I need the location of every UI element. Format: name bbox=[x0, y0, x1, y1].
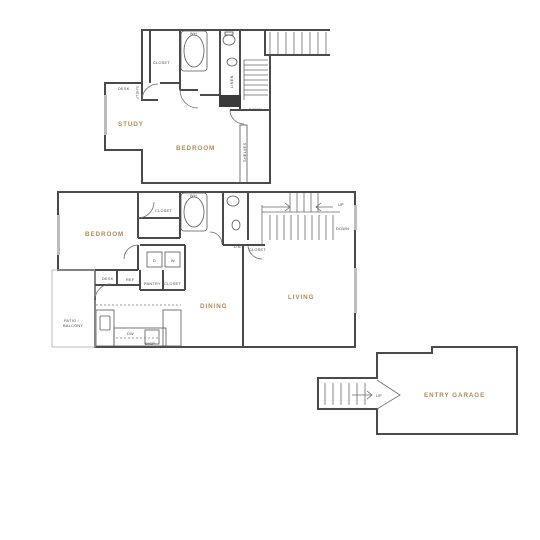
upper-desk-label: DESK bbox=[118, 87, 130, 91]
washer-label: W bbox=[171, 259, 175, 263]
upper-closet-label: CLOSET bbox=[153, 61, 170, 65]
upper-tub bbox=[180, 30, 208, 72]
upper-shelves bbox=[239, 124, 248, 184]
stove bbox=[144, 329, 160, 345]
kitchen-counter bbox=[113, 327, 167, 347]
upper-door-swing-2 bbox=[179, 89, 199, 109]
garage-up-label: UP bbox=[376, 394, 382, 398]
upper-dark-block bbox=[219, 95, 241, 107]
main-up-label: UP bbox=[338, 203, 344, 207]
upper-shelf-label: SHELF bbox=[135, 86, 139, 100]
closet2-label: CLOSET bbox=[164, 282, 181, 286]
main-door-swing-4 bbox=[247, 244, 263, 260]
upper-tub-basin bbox=[183, 34, 205, 68]
upper-bedroom-label: BEDROOM bbox=[176, 145, 215, 152]
dining-label: DINING bbox=[200, 303, 227, 310]
disposal-label: DISP bbox=[145, 342, 155, 346]
dw-label: DW bbox=[127, 332, 134, 336]
garage: ENTRY GARAGE UP bbox=[317, 346, 518, 435]
washer bbox=[164, 251, 181, 268]
patio-label-1: PATIO / bbox=[64, 319, 80, 323]
living-window-1 bbox=[354, 205, 357, 230]
upper-shelves-label: SHELVES bbox=[243, 142, 247, 162]
patio-door-swing bbox=[94, 283, 112, 301]
upper-door-swing-1 bbox=[141, 83, 159, 101]
main-door-swing-3 bbox=[209, 231, 223, 245]
ref-label: REF bbox=[126, 278, 135, 282]
upper-toilet-tank bbox=[224, 31, 234, 36]
main-sink bbox=[231, 219, 241, 231]
kitchen-island bbox=[162, 309, 182, 347]
garage-outer-wall bbox=[317, 346, 518, 435]
upper-wh-label: WH bbox=[190, 32, 197, 36]
main-bedroom-window bbox=[57, 215, 60, 255]
main-toilet bbox=[226, 195, 240, 207]
upper-stairs bbox=[243, 32, 327, 100]
main-tub-basin bbox=[183, 196, 205, 228]
pantry-label: PANTRY bbox=[144, 282, 161, 286]
living-label: LIVING bbox=[288, 294, 314, 301]
upper-stair-wall bbox=[265, 29, 330, 56]
patio-label-2: BALCONY bbox=[63, 324, 83, 328]
main-door-swing-1 bbox=[137, 201, 155, 219]
patio-outline bbox=[51, 269, 96, 348]
upper-floor: STUDY BEDROOM CLOSET DESK SHELF LINEN SH… bbox=[104, 29, 330, 184]
lin-label: LIN bbox=[234, 245, 241, 249]
garage-label: ENTRY GARAGE bbox=[424, 392, 485, 399]
main-down-label: DOWN bbox=[336, 227, 349, 231]
closet3-label: CLOSET bbox=[249, 248, 266, 252]
main-closet-label: CLOSET bbox=[155, 209, 172, 213]
upper-down-label: DOWN bbox=[249, 108, 262, 112]
main-wh-label: WH bbox=[190, 194, 197, 198]
desk-label: DESK bbox=[102, 277, 114, 281]
upper-floor-outer-wall bbox=[104, 29, 271, 184]
main-interior-walls bbox=[95, 192, 265, 347]
upper-sink bbox=[226, 57, 238, 67]
main-floor: BEDROOM CLOSET WH D W DESK REF PANTRY CL… bbox=[51, 191, 357, 348]
living-window-2 bbox=[354, 268, 357, 313]
study-window bbox=[104, 95, 107, 135]
study-label: STUDY bbox=[118, 121, 144, 128]
upper-toilet bbox=[222, 34, 236, 46]
upper-door-swing-3 bbox=[229, 109, 245, 125]
dryer bbox=[146, 251, 163, 268]
kitchen-sink bbox=[99, 315, 111, 331]
main-tub bbox=[180, 192, 208, 232]
main-bedroom-label: BEDROOM bbox=[85, 231, 124, 238]
kitchen-sink-counter bbox=[95, 309, 115, 347]
dryer-label: D bbox=[153, 259, 156, 263]
upper-linen-label: LINEN bbox=[230, 75, 234, 88]
garage-stairs bbox=[324, 379, 401, 410]
main-stairs bbox=[261, 193, 340, 245]
main-door-swing-2 bbox=[123, 244, 139, 260]
